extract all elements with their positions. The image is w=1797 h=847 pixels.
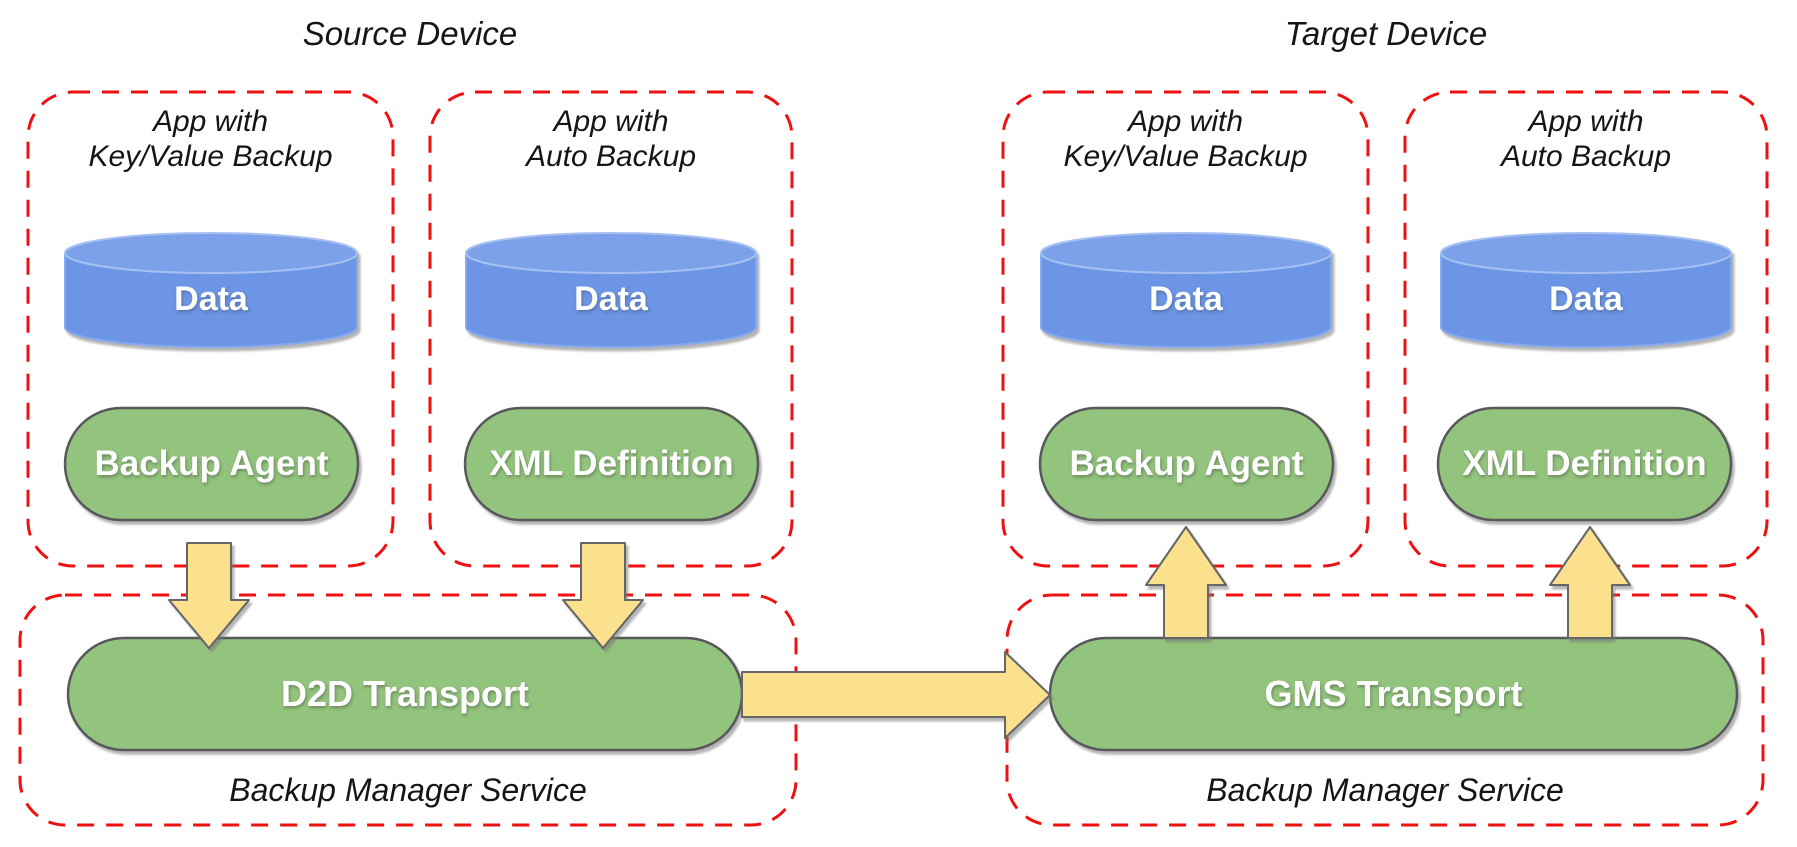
data-cylinder-auto-source [465,232,757,348]
data-cylinder-kv-target-label: Data [1149,280,1223,318]
xml-definition-target-pill [1436,406,1733,522]
data-cylinder-auto-target [1440,232,1732,348]
app-kv-source-label: App with Key/Value Backup [28,104,393,174]
backup-agent-target-pill [1038,406,1335,522]
backup-manager-target-label: Backup Manager Service [1206,772,1564,808]
app-auto-target-label: App with Auto Backup [1405,104,1767,174]
backup-manager-source-label: Backup Manager Service [229,772,587,808]
arrow-gms-to-backup-agent [1145,526,1227,639]
backup-agent-source-label: Backup Agent [94,444,329,483]
app-kv-source-label-line1: App with [152,105,269,138]
arrow-xml-definition-to-d2d [562,542,644,649]
d2d-transport-label: D2D Transport [280,673,530,714]
source-device-title: Source Device [302,15,518,52]
app-auto-source-label-line1: App with [553,105,669,138]
arrow-d2d-to-gms [741,651,1051,739]
app-auto-target-label-line1: App with [1528,105,1644,138]
backup-agent-target-label: Backup Agent [1069,444,1304,483]
data-cylinder-kv-source-label: Data [174,280,248,318]
gms-transport-label: GMS Transport [1264,673,1523,714]
xml-definition-source-label: XML Definition [489,444,734,483]
backup-agent-source-pill [63,406,360,522]
data-cylinder-auto-target-label: Data [1549,280,1623,318]
app-auto-target-label-line2: Auto Backup [1500,140,1672,173]
app-auto-source-label: App with Auto Backup [430,104,792,174]
arrow-gms-to-xml-definition [1549,526,1631,639]
target-device-title: Target Device [1284,15,1488,52]
xml-definition-target-label: XML Definition [1462,444,1707,483]
app-kv-source-label-line2: Key/Value Backup [88,140,333,173]
arrow-backup-agent-to-d2d [168,542,250,649]
app-kv-target-label-line1: App with [1127,105,1244,138]
xml-definition-source-pill [463,406,760,522]
data-cylinder-kv-source [64,232,358,348]
app-auto-source-label-line2: Auto Backup [525,140,697,173]
data-cylinder-auto-source-label: Data [574,280,648,318]
app-kv-target-label: App with Key/Value Backup [1003,104,1368,174]
app-kv-target-label-line2: Key/Value Backup [1063,140,1308,173]
data-cylinder-kv-target [1040,232,1332,348]
